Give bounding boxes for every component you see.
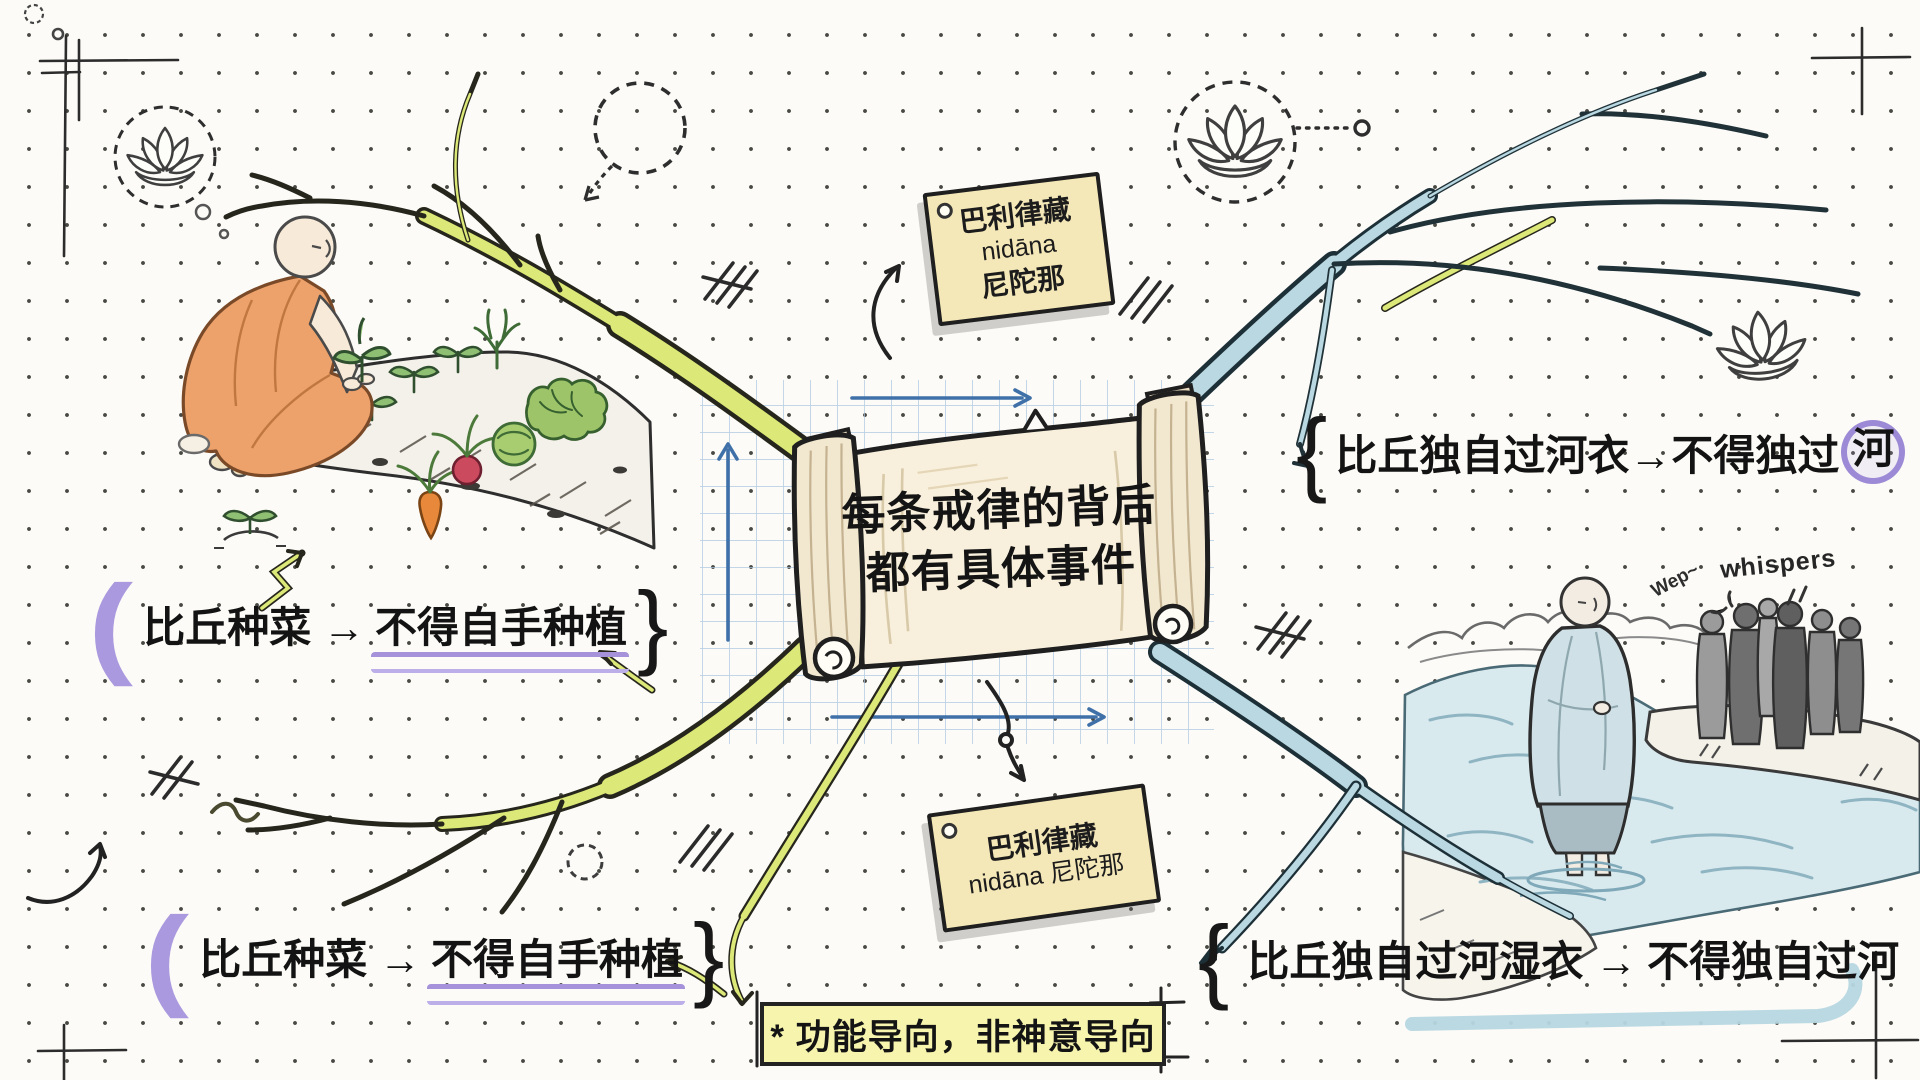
label-cause-text: 比丘独自过河湿衣 → xyxy=(1247,938,1638,985)
monk-face xyxy=(1577,597,1598,612)
pin-hole-icon xyxy=(935,201,954,220)
scroll-parchment xyxy=(791,382,1211,682)
wading-monk xyxy=(1519,576,1646,902)
radish-icon xyxy=(431,414,501,486)
label-cause-text: 比丘种菜 → xyxy=(199,936,421,983)
label-monk-gardening-rule: ( 比丘种菜 → 不得自手种植 } xyxy=(88,561,669,687)
lone-sprout xyxy=(214,509,286,549)
curved-arrow-doodle xyxy=(26,842,107,904)
lotus-circle-topright xyxy=(1173,80,1371,204)
squiggle-doodle xyxy=(210,801,260,823)
wading-monk-robe xyxy=(1528,624,1636,808)
sandbar-hatch xyxy=(1419,909,1515,963)
label-rule-text-underlined: 不得自手种植 xyxy=(426,926,686,1005)
yellow-branch-upper xyxy=(223,71,826,472)
scroll-curl xyxy=(1152,603,1194,645)
label-cause-text: 比丘种菜 → xyxy=(143,604,365,651)
monk-hand xyxy=(1592,700,1612,716)
label-rule-text: 不得独自过河 xyxy=(1647,938,1900,985)
robe-folds xyxy=(1547,631,1619,797)
corner-marks xyxy=(36,26,1920,1080)
gardening-monk xyxy=(177,215,392,478)
monk-foot xyxy=(177,433,211,455)
blue-branch-lower xyxy=(1148,640,1574,965)
lotus-icon xyxy=(1712,306,1811,385)
pin-hole-icon xyxy=(940,821,959,840)
yellow-swoosh-to-footnote xyxy=(728,658,904,1006)
wading-monk-underskirt xyxy=(1538,802,1630,855)
gardening-monk-illustration xyxy=(177,215,656,550)
dashed-circle-arrow xyxy=(583,81,687,202)
footnote-text: * 功能导向，非神意导向 xyxy=(770,1017,1156,1057)
river-crossing-illustration xyxy=(1401,576,1920,1001)
whisper-marks xyxy=(1710,585,1808,615)
sticky-note-arrows xyxy=(871,264,1026,782)
monk-silhouette xyxy=(1727,602,1765,746)
monk-silhouette xyxy=(1806,608,1838,736)
cabbage-icon xyxy=(491,421,537,467)
tall-sprout xyxy=(473,308,521,370)
lotus-icon xyxy=(1187,104,1283,178)
sandbar xyxy=(1401,850,1598,1001)
footnote-highlight-box: * 功能导向，非神意导向 xyxy=(760,1002,1166,1066)
scroll-curl-spiral xyxy=(1164,617,1181,635)
blue-underline-swoosh xyxy=(1405,963,1863,1031)
axis-arrows xyxy=(717,388,1106,727)
carrot-icon xyxy=(396,450,462,541)
scroll-curl xyxy=(812,636,856,680)
sticky-note-top[interactable]: 巴利律藏 nidāna 尼陀那 xyxy=(922,171,1116,327)
planted-seedling xyxy=(332,317,392,382)
scroll-creases xyxy=(881,450,1124,645)
monk-silhouette xyxy=(1771,600,1809,750)
scroll-notch xyxy=(1022,408,1049,432)
yellow-branch-lower xyxy=(233,635,819,915)
scroll-shading xyxy=(917,463,1008,490)
label-cause-text: 比丘独自过河衣→不得独过 xyxy=(1335,431,1840,479)
monk-head xyxy=(273,215,337,279)
hash-doodles xyxy=(148,261,1312,872)
monk-hand xyxy=(356,372,376,386)
lotus-circle-topleft xyxy=(113,105,230,240)
central-topic: 每条戒律的背后 都有具体事件 xyxy=(836,476,1164,605)
whispering-monks xyxy=(1695,597,1865,750)
monk-silhouette xyxy=(1695,609,1729,740)
label-river-crossing-rule-2: { 比丘独自过河湿衣 → 不得独自过河 xyxy=(1198,905,1900,1011)
monk-silhouette xyxy=(1835,616,1865,734)
scroll-body xyxy=(850,415,1156,670)
central-topic-line2: 都有具体事件 xyxy=(865,540,1137,599)
label-river-crossing-rule: { 比丘独自过河衣→不得独过 河 xyxy=(1296,405,1906,499)
scroll-curl-spiral xyxy=(824,650,843,670)
grass-tufts xyxy=(1699,743,1883,781)
lettuce-icon xyxy=(525,377,609,441)
small-dashed-circle xyxy=(566,843,604,881)
monk-face xyxy=(311,239,331,258)
label-rule-text-underlined: 不得自手种植 xyxy=(370,594,630,673)
corner-circle-doodles xyxy=(23,3,65,41)
label-monk-gardening-rule-2: ( 比丘种菜 → 不得自手种植 } xyxy=(144,893,725,1019)
label-circled-char: 河 xyxy=(1841,420,1906,484)
water-ripple xyxy=(1526,867,1646,893)
robe-folds xyxy=(233,279,331,449)
lotus-icon xyxy=(126,126,204,187)
